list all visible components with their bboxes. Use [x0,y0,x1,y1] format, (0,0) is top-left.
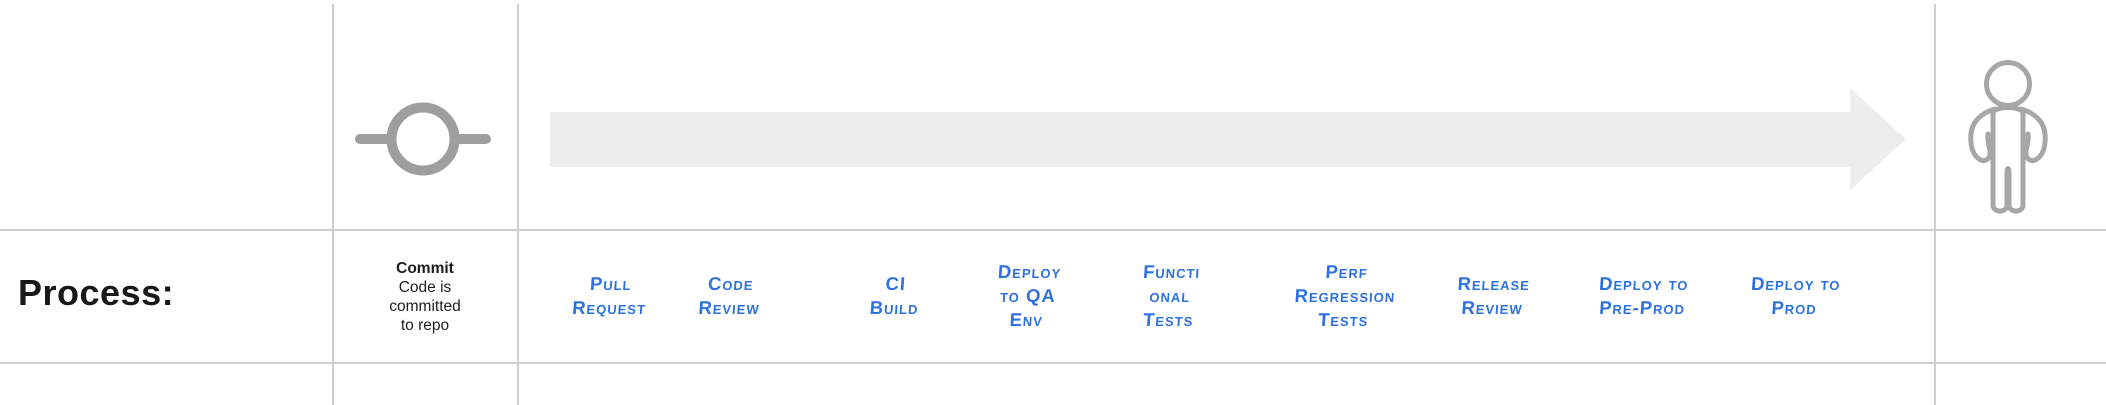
process-step-perf-regression-tests[interactable]: Perf Regression Tests [1293,261,1397,330]
right-arrow-head-icon [1850,88,1906,190]
commit-node-icon[interactable] [355,100,491,178]
right-arrow-icon[interactable] [550,112,1850,167]
grid-line-horizontal [0,229,2106,231]
process-step-deploy-to-qa-env[interactable]: Deploy to QA Env [997,261,1063,330]
process-row-label: Process: [18,272,175,313]
grid-line-horizontal [0,362,2106,364]
process-step-deploy-to-prod[interactable]: Deploy to Prod [1750,273,1842,318]
person-outline-icon[interactable] [1962,57,2054,217]
commit-step[interactable]: Commit Code is committed to repo [355,259,495,335]
process-step-deploy-to-pre-prod[interactable]: Deploy to Pre-Prod [1598,273,1690,318]
commit-step-description: Code is committed to repo [389,279,461,334]
grid-line-vertical [1934,4,1936,405]
process-step-code-review[interactable]: Code Review [697,273,761,318]
grid-line-vertical [332,4,334,405]
grid-line-vertical [517,4,519,405]
process-step-functional-tests[interactable]: Functi onal Tests [1142,261,1201,330]
process-step-release-review[interactable]: Release Review [1456,273,1531,318]
commit-step-title: Commit [396,260,454,277]
process-step-pull-request[interactable]: Pull Request [571,273,647,318]
process-step-ci-build[interactable]: CI Build [869,273,920,318]
